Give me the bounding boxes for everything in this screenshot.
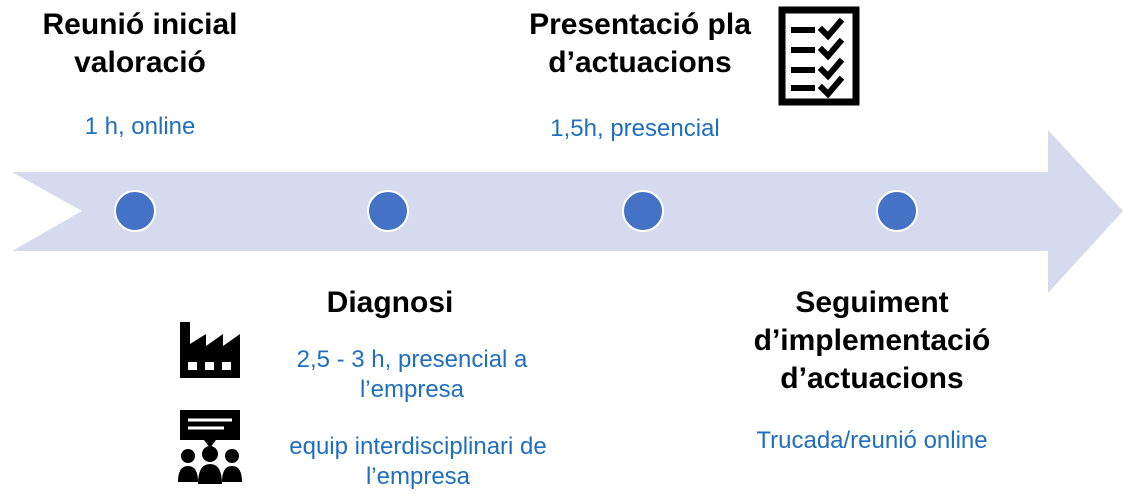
step3-title-line2: d’actuacions bbox=[548, 46, 732, 79]
step2-detail2: equip interdisciplinari de l’empresa bbox=[248, 432, 588, 492]
step1-detail: 1 h, online bbox=[84, 113, 196, 140]
step3-title: Presentació pla d’actuacions bbox=[500, 6, 780, 82]
factory-icon bbox=[180, 322, 240, 378]
step2-detail2-line2: l’empresa bbox=[365, 463, 471, 490]
checklist-icon bbox=[778, 6, 860, 106]
step4-title-line3: d’actuacions bbox=[780, 362, 964, 395]
team-meeting-icon bbox=[178, 410, 242, 484]
step2-detail1: 2,5 - 3 h, presencial a l’empresa bbox=[262, 345, 562, 405]
step4-title-line1: Seguiment bbox=[795, 286, 949, 319]
step2-detail1-line2: l’empresa bbox=[359, 376, 465, 403]
step2-detail2-line1: equip interdisciplinari de bbox=[289, 433, 547, 460]
milestone-dot-4 bbox=[876, 190, 918, 232]
step1-title-line1: Reunió inicial bbox=[42, 8, 238, 41]
timeline-arrow-shape bbox=[12, 130, 1123, 293]
step3-title-line1: Presentació pla bbox=[529, 8, 751, 41]
milestone-dot-2 bbox=[367, 190, 409, 232]
step1-title: Reunió inicial valoració bbox=[20, 6, 260, 82]
step3-detail: 1,5h, presencial bbox=[550, 115, 720, 142]
step2-title: Diagnosi bbox=[326, 286, 454, 319]
step1-title-line2: valoració bbox=[74, 46, 206, 79]
milestone-dot-1 bbox=[114, 190, 156, 232]
milestone-dot-3 bbox=[622, 190, 664, 232]
step2-detail1-line1: 2,5 - 3 h, presencial a bbox=[296, 346, 528, 373]
step4-title-line2: d’implementació bbox=[753, 324, 991, 357]
step4-title: Seguiment d’implementació d’actuacions bbox=[722, 284, 1022, 398]
step4-detail: Trucada/reunió online bbox=[756, 427, 988, 454]
